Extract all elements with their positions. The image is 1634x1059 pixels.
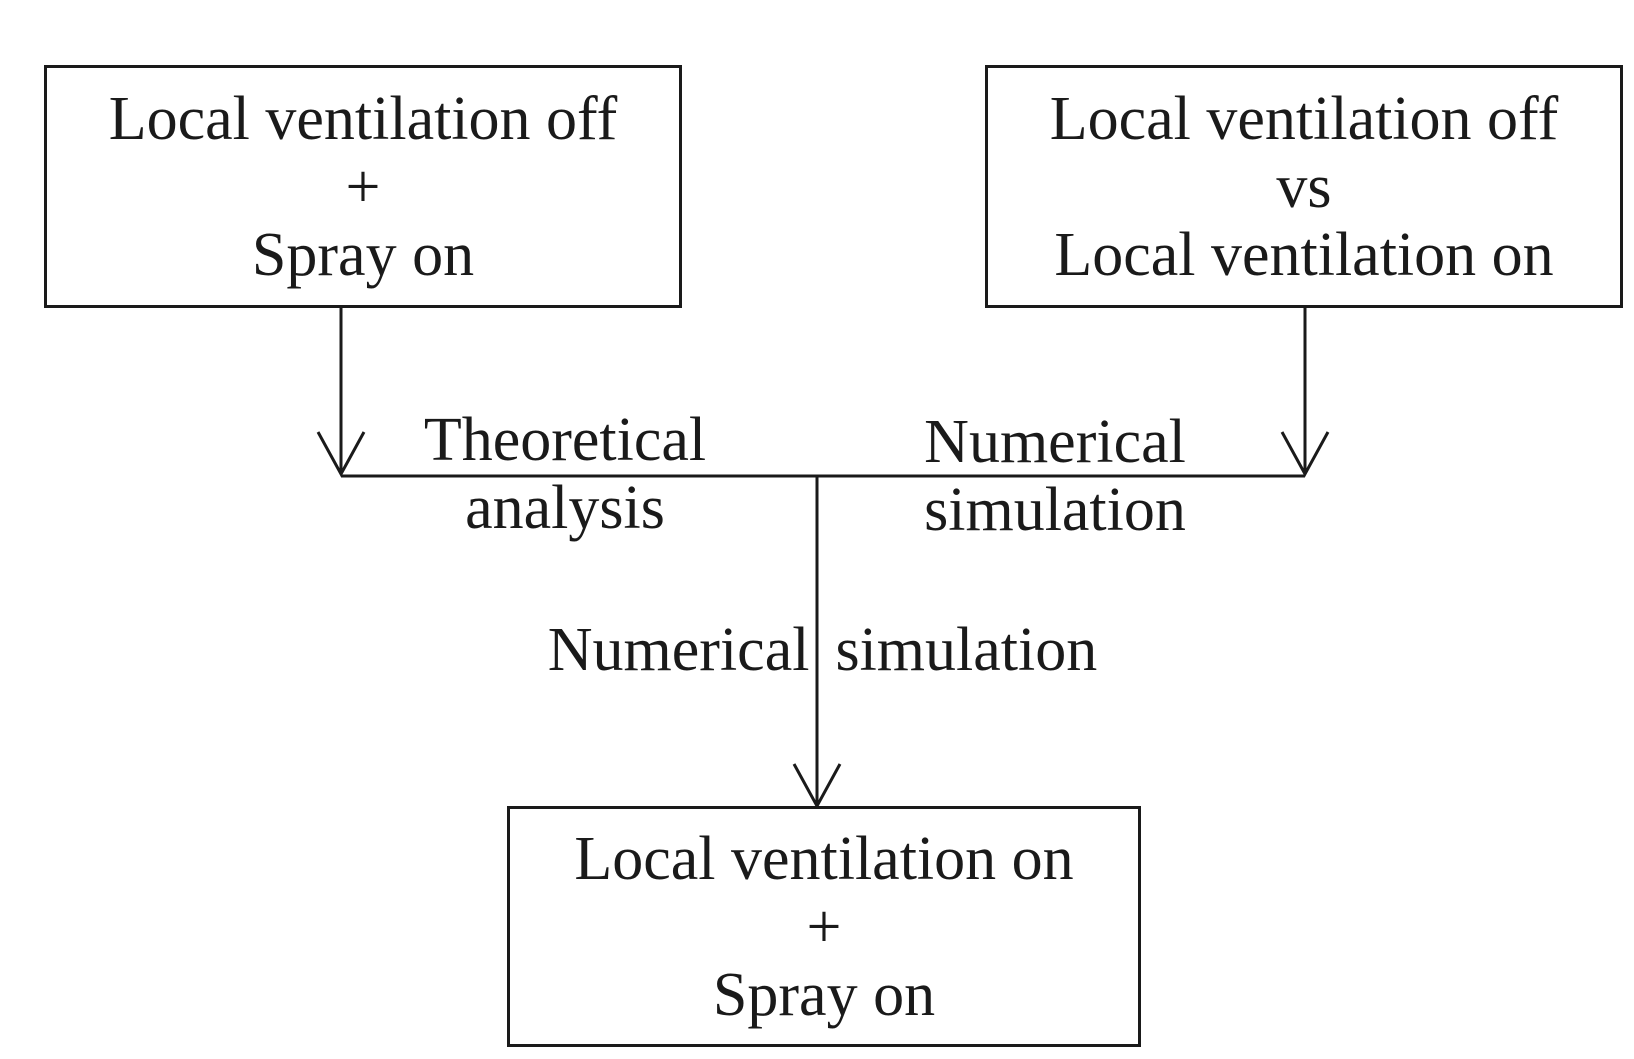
edge-label-numerical-simulation-right: Numerical simulation <box>890 408 1220 544</box>
box-line: Spray on <box>251 220 475 289</box>
edge-label-line: analysis <box>465 474 665 542</box>
box-line: Local ventilation on <box>1054 220 1554 289</box>
box-line: Local ventilation off <box>108 84 618 153</box>
box-line: Local ventilation off <box>1049 84 1559 153</box>
edge-label-word: Numerical <box>547 616 810 684</box>
box-line: + <box>345 152 381 221</box>
box-line: vs <box>1276 152 1332 221</box>
edge-label-line: Numerical <box>924 408 1186 476</box>
box-ventilation-on-spray-on: Local ventilation on + Spray on <box>507 806 1141 1047</box>
box-line: Spray on <box>712 960 936 1029</box>
edge-label-theoretical-analysis: Theoretical analysis <box>400 406 730 542</box>
edge-label-word: simulation <box>835 616 1098 684</box>
edge-label-line: simulation <box>924 476 1186 544</box>
edge-label-numerical-simulation-center: Numerical simulation <box>520 616 1125 684</box>
box-ventilation-off-spray-on: Local ventilation off + Spray on <box>44 65 682 308</box>
edge-label-line: Theoretical <box>423 406 707 474</box>
box-line: + <box>806 892 842 961</box>
left-arrowhead <box>316 431 366 478</box>
box-ventilation-comparison: Local ventilation off vs Local ventilati… <box>985 65 1623 308</box>
right-arrowhead <box>1280 431 1330 478</box>
box-line: Local ventilation on <box>574 824 1074 893</box>
